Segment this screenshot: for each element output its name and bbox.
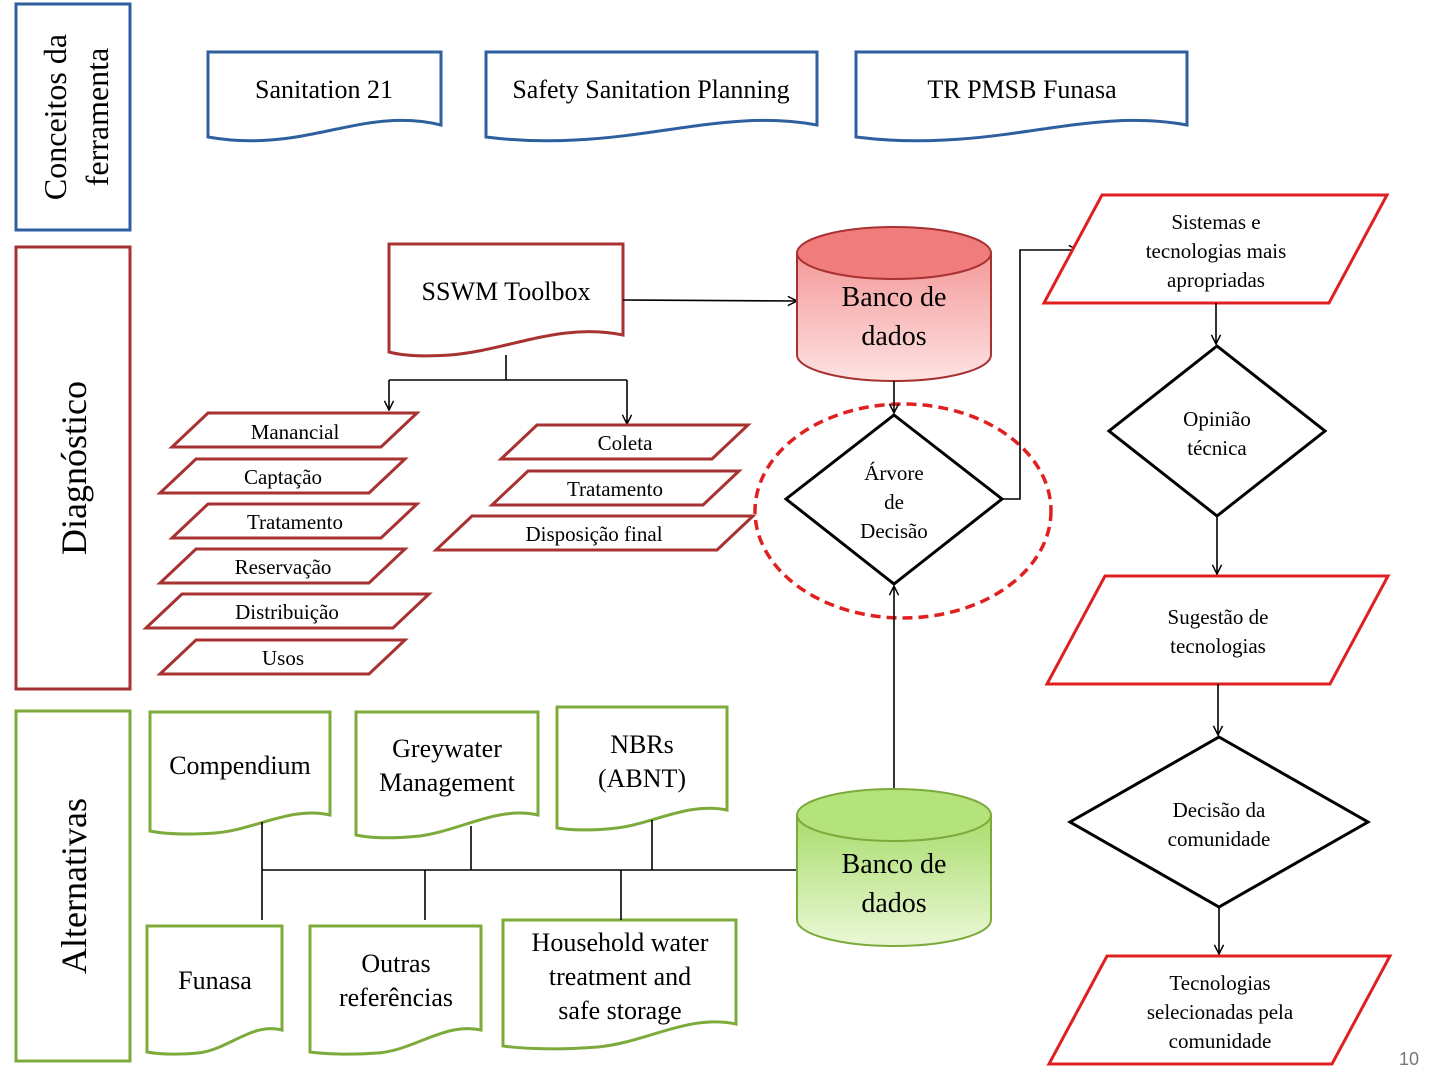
- water-item-manancial: Manancial: [168, 411, 421, 449]
- svg-text:Funasa: Funasa: [178, 966, 252, 995]
- svg-text:TR PMSB Funasa: TR PMSB Funasa: [927, 75, 1117, 104]
- section-conceitos-line2: ferramenta: [79, 48, 115, 187]
- svg-text:Tratamento: Tratamento: [567, 477, 663, 501]
- flow-sugestao: Sugestão de tecnologias: [1044, 574, 1391, 686]
- svg-text:safe storage: safe storage: [558, 996, 681, 1025]
- section-conceitos-line1: Conceitos da: [37, 34, 73, 200]
- sewage-system-list: Coleta Tratamento Disposição final: [432, 423, 757, 552]
- alt-funasa: Funasa: [145, 924, 284, 1056]
- svg-text:selecionadas pela: selecionadas pela: [1147, 1000, 1294, 1024]
- svg-text:Compendium: Compendium: [169, 751, 311, 780]
- svg-text:treatment and: treatment and: [549, 962, 691, 991]
- svg-text:Manancial: Manancial: [251, 420, 340, 444]
- section-diagnostico-label: Diagnóstico: [54, 381, 94, 555]
- svg-text:Sugestão de: Sugestão de: [1168, 605, 1269, 629]
- flow-sistemas: Sistemas e tecnologias mais apropriadas: [1041, 193, 1390, 305]
- svg-text:Coleta: Coleta: [598, 431, 653, 455]
- alt-compendium: Compendium: [148, 710, 332, 836]
- water-item-reservacao: Reservação: [156, 547, 409, 585]
- svg-text:tecnologias: tecnologias: [1170, 634, 1266, 658]
- svg-text:Decisão: Decisão: [860, 519, 928, 543]
- right-flow-connectors: [1216, 303, 1219, 954]
- section-alternativas: Alternativas: [14, 709, 132, 1063]
- section-conceitos: Conceitos da ferramenta: [14, 2, 132, 232]
- svg-text:Captação: Captação: [244, 465, 322, 489]
- svg-text:de: de: [884, 490, 904, 514]
- svg-text:dados: dados: [861, 321, 926, 352]
- flow-decisao-comunidade: Decisão da comunidade: [1066, 735, 1372, 909]
- svg-text:(ABNT): (ABNT): [598, 764, 686, 793]
- concept-tr-pmsb-funasa: TR PMSB Funasa: [854, 50, 1189, 143]
- svg-text:Tecnologias: Tecnologias: [1169, 971, 1270, 995]
- svg-text:Management: Management: [379, 768, 516, 797]
- svg-text:Banco de: Banco de: [842, 282, 947, 313]
- svg-text:comunidade: comunidade: [1169, 1029, 1272, 1053]
- water-item-distribuicao: Distribuição: [142, 592, 433, 630]
- alternativas-connectors: [261, 820, 797, 920]
- section-alternativas-label: Alternativas: [54, 798, 94, 974]
- svg-text:técnica: técnica: [1187, 436, 1247, 460]
- decision-tree-diamond: Árvore de Decisão: [753, 402, 1053, 620]
- alt-outras-referencias: Outras referências: [308, 924, 483, 1056]
- alt-household-water: Household water treatment and safe stora…: [501, 918, 738, 1051]
- alt-nbrs: NBRs (ABNT): [555, 705, 729, 832]
- svg-text:apropriadas: apropriadas: [1167, 268, 1265, 292]
- svg-text:SSWM Toolbox: SSWM Toolbox: [422, 277, 591, 306]
- toolbox-connectors: [389, 300, 797, 424]
- highlight-dashed-circle: [753, 402, 1053, 620]
- svg-text:Tratamento: Tratamento: [247, 510, 343, 534]
- svg-text:Reservação: Reservação: [235, 555, 332, 579]
- water-system-list: Manancial Captação Tratamento Reservação…: [142, 411, 433, 676]
- svg-text:Distribuição: Distribuição: [235, 600, 339, 624]
- svg-text:Sanitation 21: Sanitation 21: [255, 75, 393, 104]
- svg-text:Safety Sanitation Planning: Safety Sanitation Planning: [512, 75, 789, 104]
- alt-greywater: Greywater Management: [354, 710, 540, 840]
- svg-text:Household water: Household water: [532, 928, 709, 957]
- water-item-usos: Usos: [156, 638, 409, 676]
- sewage-item-disposicao-final: Disposição final: [432, 514, 757, 552]
- svg-text:Usos: Usos: [262, 646, 304, 670]
- svg-text:referências: referências: [339, 983, 453, 1012]
- sewage-item-coleta: Coleta: [497, 423, 752, 461]
- svg-text:comunidade: comunidade: [1168, 827, 1271, 851]
- svg-text:Disposição final: Disposição final: [525, 522, 662, 546]
- svg-text:Banco de: Banco de: [842, 849, 947, 880]
- database-top: Banco de dados: [796, 226, 992, 382]
- svg-text:Outras: Outras: [361, 949, 430, 978]
- svg-text:Decisão da: Decisão da: [1173, 798, 1266, 822]
- water-item-captacao: Captação: [156, 457, 409, 495]
- sewage-item-tratamento: Tratamento: [488, 469, 743, 507]
- svg-text:tecnologias mais: tecnologias mais: [1146, 239, 1287, 263]
- svg-text:Árvore: Árvore: [864, 461, 923, 485]
- section-diagnostico: Diagnóstico: [14, 245, 132, 691]
- svg-text:Opinião: Opinião: [1183, 407, 1251, 431]
- central-connectors: [894, 250, 1078, 790]
- flow-tecnologias-selecionadas: Tecnologias selecionadas pela comunidade: [1046, 954, 1393, 1066]
- svg-text:NBRs: NBRs: [610, 730, 674, 759]
- svg-text:dados: dados: [861, 888, 926, 919]
- concept-sanitation21: Sanitation 21: [206, 50, 443, 143]
- svg-text:Greywater: Greywater: [392, 734, 502, 763]
- sswm-toolbox-document: SSWM Toolbox: [387, 242, 625, 358]
- database-bottom: Banco de dados: [796, 788, 992, 947]
- page-number: 10: [1398, 1049, 1419, 1069]
- concept-safety-sanitation-planning: Safety Sanitation Planning: [484, 50, 819, 143]
- flow-opiniao-tecnica: Opinião técnica: [1106, 344, 1328, 518]
- svg-text:Sistemas e: Sistemas e: [1171, 210, 1260, 234]
- water-item-tratamento: Tratamento: [168, 502, 421, 540]
